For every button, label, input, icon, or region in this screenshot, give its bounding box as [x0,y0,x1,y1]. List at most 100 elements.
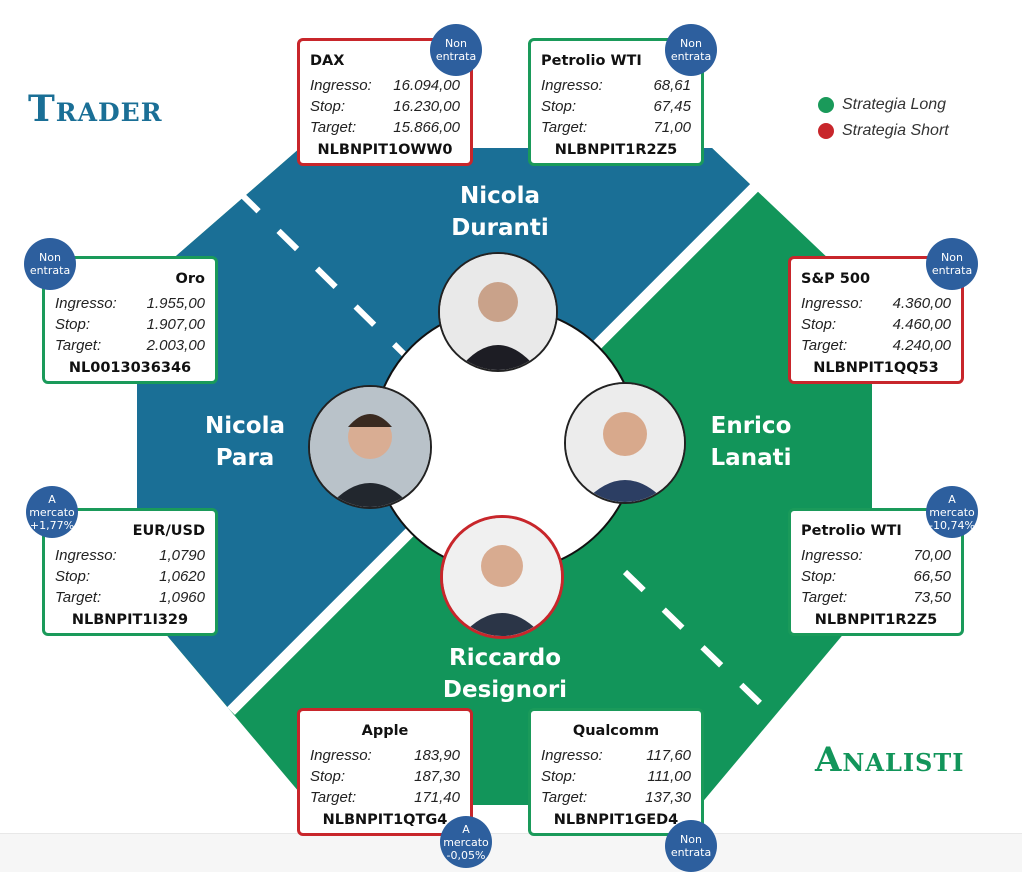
legend: Strategia Long Strategia Short [818,92,949,144]
badge-line: entrata [670,846,712,859]
ingresso-label: Ingresso: [801,547,863,564]
dashed-line-left [237,190,408,358]
trader-logo: Trader [28,88,163,130]
ingresso-label: Ingresso: [310,747,372,764]
ingresso-value: 70,00 [913,547,951,564]
card-title: Petrolio WTI [541,53,642,69]
badge-line: -10,74% [929,518,975,532]
stop-value: 66,50 [913,568,951,585]
stop-label: Stop: [541,98,577,115]
row-ingresso: Ingresso: 1,0790 [55,545,205,566]
target-label: Target: [801,589,848,606]
target-label: Target: [801,337,848,354]
avatar-enrico-lanati [564,382,686,504]
badge-line: Non [680,37,702,50]
red-dot-icon [818,123,834,139]
legend-label: Strategia Short [842,122,949,139]
row-target: Target:1,0960 [55,587,205,608]
badge-line: +1,77% [29,518,75,532]
card-title: Petrolio WTI [801,523,902,539]
row-stop: Stop: 67,45 [541,96,691,117]
badge-line: entrata [435,50,477,63]
row-stop: Stop:1,0620 [55,566,205,587]
badge-line: Non [445,37,467,50]
avatar-nicola-para [308,385,432,509]
first-name: Nicola [460,183,540,209]
badge-line: A [48,492,56,506]
stop-value: 67,45 [653,98,691,115]
ingresso-value: 16.094,00 [393,77,460,94]
ingresso-value: 1,0790 [159,547,205,564]
isin-code: NLBNPIT1R2Z5 [814,612,938,628]
last-name: Duranti [451,215,549,241]
target-value: 171,40 [414,789,460,806]
stop-label: Stop: [55,568,91,585]
ingresso-value: 1.955,00 [146,295,205,312]
badge-line: Non [39,251,61,264]
last-name: Para [215,445,275,471]
card-title: Apple [361,723,409,739]
stop-label: Stop: [541,768,577,785]
row-stop: Stop: 111,00 [541,766,691,787]
row-target: Target:2.003,00 [55,335,205,356]
badge-line: -0,05% [446,848,486,862]
row-ingresso: Ingresso:183,90 [310,745,460,766]
first-name: Nicola [205,413,285,439]
ingresso-label: Ingresso: [541,747,603,764]
last-name: Designori [442,677,568,703]
ingresso-label: Ingresso: [541,77,603,94]
row-ingresso: Ingresso: 68,61 [541,75,691,96]
isin-code: NLBNPIT1R2Z5 [554,142,678,158]
ingresso-value: 117,60 [646,747,691,764]
row-ingresso: Ingresso:1.955,00 [55,293,205,314]
badge-line: entrata [931,264,973,277]
target-value: 4.240,00 [892,337,951,354]
row-stop: Stop: 66,50 [801,566,951,587]
first-name: Riccardo [449,645,561,671]
badge-line: A [462,822,470,836]
badge-line: Non [680,833,702,846]
legend-label: Strategia Long [842,96,947,113]
ingresso-value: 68,61 [653,77,691,94]
row-target: Target: 137,30 [541,787,691,808]
target-label: Target: [55,337,102,354]
stop-label: Stop: [55,316,91,333]
card-title: S&P 500 [801,271,871,287]
badge-line: entrata [29,264,71,277]
card-title: EUR/USD [132,523,205,539]
avatar-nicola-duranti [438,252,558,372]
target-value: 137,30 [645,789,691,806]
stop-value: 187,30 [414,768,460,785]
target-value: 73,50 [913,589,951,606]
stop-label: Stop: [801,568,837,585]
bottom-band [0,833,1022,872]
card-title: DAX [310,53,345,69]
target-value: 71,00 [653,119,691,136]
ingresso-value: 4.360,00 [892,295,951,312]
stop-value: 4.460,00 [892,316,951,333]
target-label: Target: [541,789,588,806]
row-ingresso: Ingresso: 117,60 [541,745,691,766]
isin-code: NL0013036346 [68,360,192,376]
badge-line: Non [941,251,963,264]
stop-value: 111,00 [647,768,691,785]
ingresso-label: Ingresso: [801,295,863,312]
isin-code: NLBNPIT1I329 [71,612,189,628]
stop-label: Stop: [310,98,346,115]
row-target: Target:171,40 [310,787,460,808]
target-label: Target: [541,119,588,136]
isin-code: NLBNPIT1QTG4 [322,812,448,828]
ingresso-label: Ingresso: [55,547,117,564]
